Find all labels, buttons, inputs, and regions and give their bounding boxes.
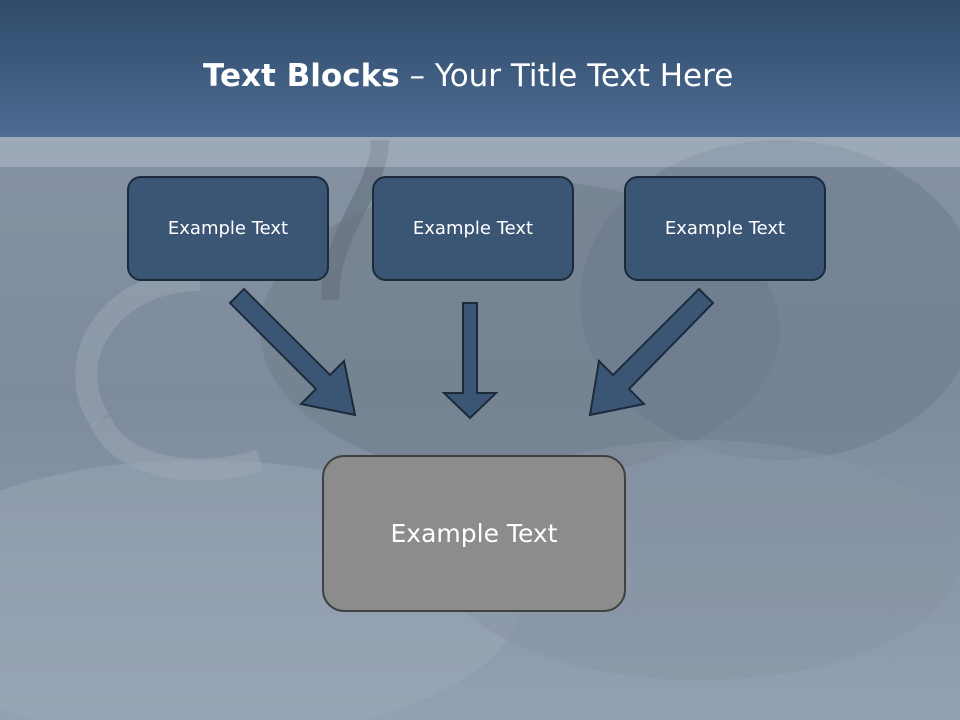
text-block-2: Example Text [372,176,574,281]
text-block-1-label: Example Text [167,218,289,239]
text-block-3-label: Example Text [664,218,786,239]
title-rest: Your Title Text Here [434,58,734,94]
title-separator: – [399,58,435,94]
arrow-center [441,302,499,420]
arrow-left [228,287,357,417]
title-bar [0,0,960,137]
title-bold: Text Blocks [203,58,400,94]
arrow-right [588,287,715,417]
text-block-1: Example Text [127,176,329,281]
target-block-label: Example Text [390,519,558,548]
title-strip [0,137,960,167]
text-block-2-label: Example Text [412,218,534,239]
slide-title: Text Blocks – Your Title Text Here [203,54,733,98]
text-block-3: Example Text [624,176,826,281]
target-block: Example Text [322,455,626,612]
